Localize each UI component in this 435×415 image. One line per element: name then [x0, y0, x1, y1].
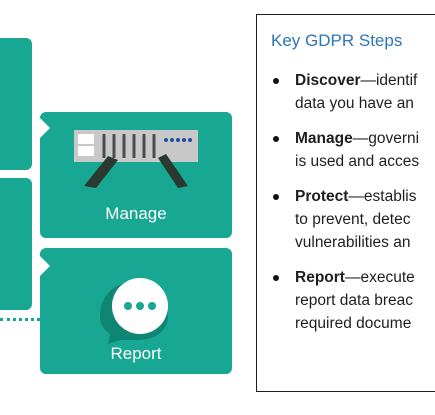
step-protect: Protect—establis to prevent, detec vulne… — [257, 185, 435, 254]
bullet-icon — [273, 136, 279, 142]
step-line3: vulnerabilities an — [295, 234, 411, 251]
step-name: Report — [295, 269, 345, 286]
step-line2: to prevent, detec — [295, 211, 411, 228]
step-text: —establis — [348, 188, 417, 205]
step-line2: data you have an — [295, 95, 414, 112]
step-name: Manage — [295, 130, 353, 147]
report-card: Report — [40, 248, 232, 374]
step-text: —identif — [360, 72, 418, 89]
bullet-icon — [273, 194, 279, 200]
manage-card-label: Manage — [105, 204, 167, 223]
step-report: Report—execute report data breac require… — [257, 266, 435, 335]
protect-card-partial — [0, 178, 32, 310]
step-text: —governi — [352, 130, 420, 147]
steps-list: Discover—identif data you have an Manage… — [257, 69, 435, 347]
report-connector-notch — [40, 256, 50, 276]
step-text: —execute — [344, 269, 415, 286]
step-line2: is used and acces — [295, 153, 420, 170]
manage-connector-notch — [40, 118, 50, 138]
server-rack-icon — [74, 130, 200, 193]
step-name: Protect — [295, 188, 349, 205]
bullet-icon — [273, 78, 279, 84]
panel-title: Key GDPR Steps — [271, 31, 403, 50]
step-name: Discover — [295, 72, 361, 89]
dotted-connector — [0, 318, 40, 321]
step-line3: required docume — [295, 315, 412, 332]
step-manage: Manage—governi is used and acces — [257, 127, 435, 173]
manage-card: Manage — [40, 112, 232, 238]
bullet-icon — [273, 275, 279, 281]
report-card-label: Report — [110, 344, 162, 363]
chat-bubble-icon — [80, 270, 192, 349]
key-steps-panel: Key GDPR Steps Discover—identif data you… — [256, 14, 435, 392]
step-line2: report data breac — [295, 292, 414, 309]
discover-card-partial — [0, 38, 32, 170]
step-discover: Discover—identif data you have an — [257, 69, 435, 115]
